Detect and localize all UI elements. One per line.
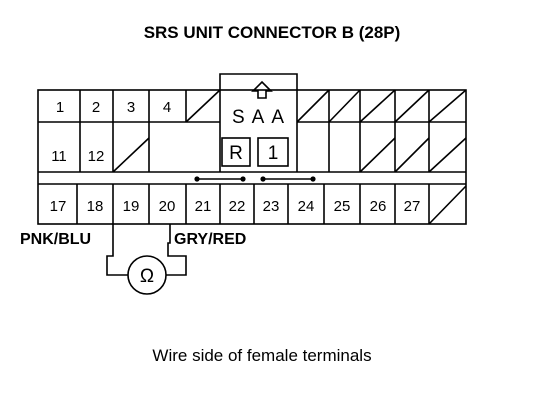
- ohm-symbol: Ω: [140, 266, 154, 287]
- pin-label: 12: [88, 148, 105, 165]
- pin-label: 19: [123, 198, 140, 215]
- diagram-caption: Wire side of female terminals: [152, 346, 371, 365]
- diagram-title: SRS UNIT CONNECTOR B (28P): [144, 23, 401, 42]
- pin-label: 25: [334, 198, 351, 215]
- pin-label: 24: [298, 198, 315, 215]
- pin-label: 1: [56, 99, 64, 116]
- box-r: [221, 137, 251, 167]
- pin-label: 17: [50, 198, 67, 215]
- pin-label: 21: [195, 198, 212, 215]
- box-1: [257, 137, 289, 167]
- pin-label: 20: [159, 198, 176, 215]
- pin-label: 3: [127, 99, 135, 116]
- pin-label: 22: [229, 198, 246, 215]
- pin-label: 2: [92, 99, 100, 116]
- pin-label: 4: [163, 99, 171, 116]
- box-r-label: R: [229, 143, 243, 164]
- ohmmeter-icon: [127, 255, 167, 295]
- saa-label: SAA: [232, 107, 284, 128]
- pin-label: 23: [263, 198, 280, 215]
- pin-label: 18: [87, 198, 104, 215]
- connector-latch-housing: [219, 73, 298, 90]
- arrow-up-icon: [251, 80, 273, 99]
- pin-label: 26: [370, 198, 387, 215]
- wire-label-gry-red: GRY/RED: [174, 231, 246, 248]
- pin-label: 27: [404, 198, 421, 215]
- wire-label-pnk-blu: PNK/BLU: [20, 231, 91, 248]
- empty-cavity-marks: [112, 89, 467, 225]
- pin-label: 11: [51, 148, 67, 165]
- wire-pnk-blu: [106, 224, 128, 276]
- box-1-label: 1: [268, 143, 279, 164]
- wire-gry-red: [166, 224, 187, 276]
- connector-outline: [37, 89, 467, 225]
